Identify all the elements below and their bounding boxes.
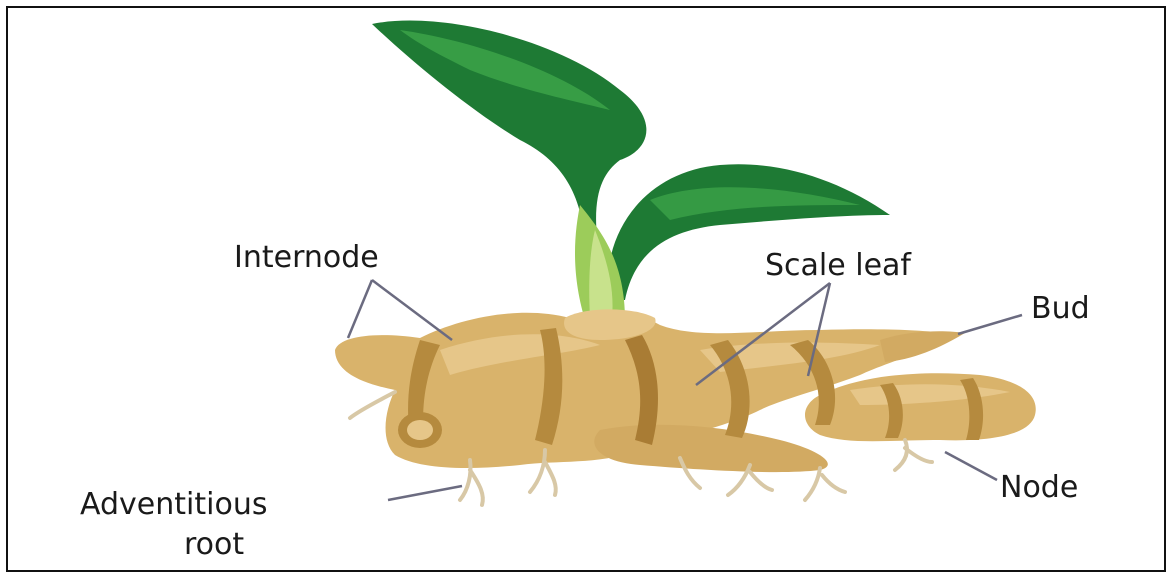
node-pointer [945,452,997,480]
label-adventitious-root-line2: root [184,527,244,563]
label-scale-leaf: Scale leaf [765,248,911,284]
label-node: Node [1000,470,1078,506]
adventitious-root-pointer [388,486,462,500]
bud-pointer [958,315,1022,334]
label-bud: Bud [1031,291,1090,327]
rhizome-bottom-lobe [594,425,828,472]
root [805,468,845,500]
label-adventitious-root-line1: Adventitious [80,487,267,523]
rhizome [335,309,1036,472]
root [895,440,932,470]
label-internode: Internode [234,240,379,276]
internode-pointer-left [348,280,372,338]
rhizome-cut-end-inner [407,420,433,440]
rhizome-right-lobe [805,373,1036,441]
internode-pointer-right [372,280,452,340]
